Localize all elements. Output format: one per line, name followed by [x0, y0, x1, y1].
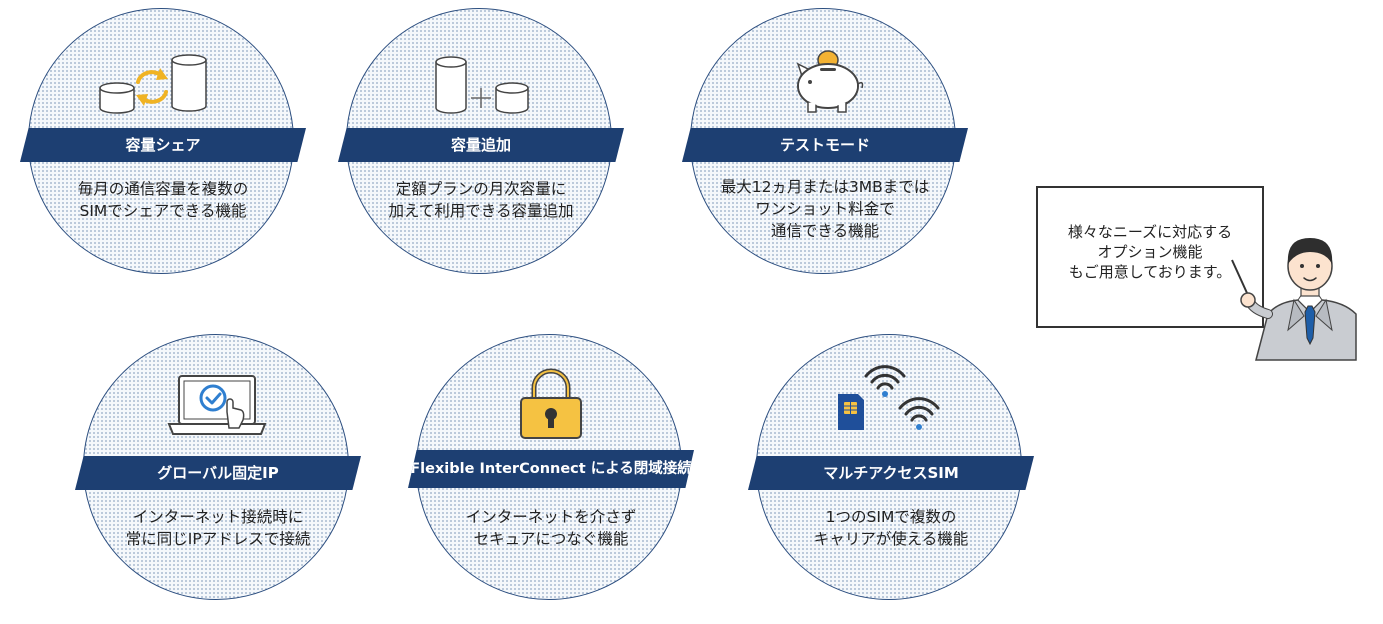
feature-title: 容量追加: [338, 128, 624, 162]
laptop-check-icon: [167, 372, 267, 442]
feature-title: Flexible InterConnect による閉域接続: [408, 450, 694, 488]
database-add-icon: [430, 54, 540, 118]
presenter-illustration: [1228, 222, 1378, 366]
feature-description: インターネットを介さず セキュアにつなぐ機能: [465, 508, 637, 548]
feature-description: 1つのSIMで複数の キャリアが使える機能: [813, 508, 969, 548]
feature-capacity-share: 容量シェア 毎月の通信容量を複数の SIMでシェアできる機能: [20, 0, 306, 286]
database-share-icon: [94, 52, 234, 118]
feature-description: 毎月の通信容量を複数の SIMでシェアできる機能: [77, 180, 249, 220]
feature-title: テストモード: [682, 128, 968, 162]
feature-description: 最大12ヵ月または3MBまでは ワンショット料金で 通信できる機能: [720, 178, 930, 240]
feature-title: グローバル固定IP: [75, 456, 361, 490]
feature-flexible-interconnect: Flexible InterConnect による閉域接続 インターネットを介さ…: [408, 326, 694, 612]
whiteboard-text: 様々なニーズに対応する オプション機能 もご用意しております。: [1067, 223, 1233, 281]
feature-global-static-ip: グローバル固定IP インターネット接続時に 常に同じIPアドレスで接続: [75, 326, 361, 612]
feature-title: 容量シェア: [20, 128, 306, 162]
feature-multi-access-sim: マルチアクセスSIM 1つのSIMで複数の キャリアが使える機能: [748, 326, 1034, 612]
feature-description: インターネット接続時に 常に同じIPアドレスで接続: [125, 508, 311, 548]
feature-title: マルチアクセスSIM: [748, 456, 1034, 490]
piggy-bank-icon: [790, 46, 866, 120]
feature-description: 定額プランの月次容量に 加えて利用できる容量追加: [388, 180, 574, 220]
feature-test-mode: テストモード 最大12ヵ月または3MBまでは ワンショット料金で 通信できる機能: [682, 0, 968, 286]
sim-wifi-icon: [836, 356, 948, 440]
whiteboard: 様々なニーズに対応する オプション機能 もご用意しております。: [1036, 186, 1264, 328]
padlock-icon: [518, 368, 584, 446]
feature-capacity-add: 容量追加 定額プランの月次容量に 加えて利用できる容量追加: [338, 0, 624, 286]
